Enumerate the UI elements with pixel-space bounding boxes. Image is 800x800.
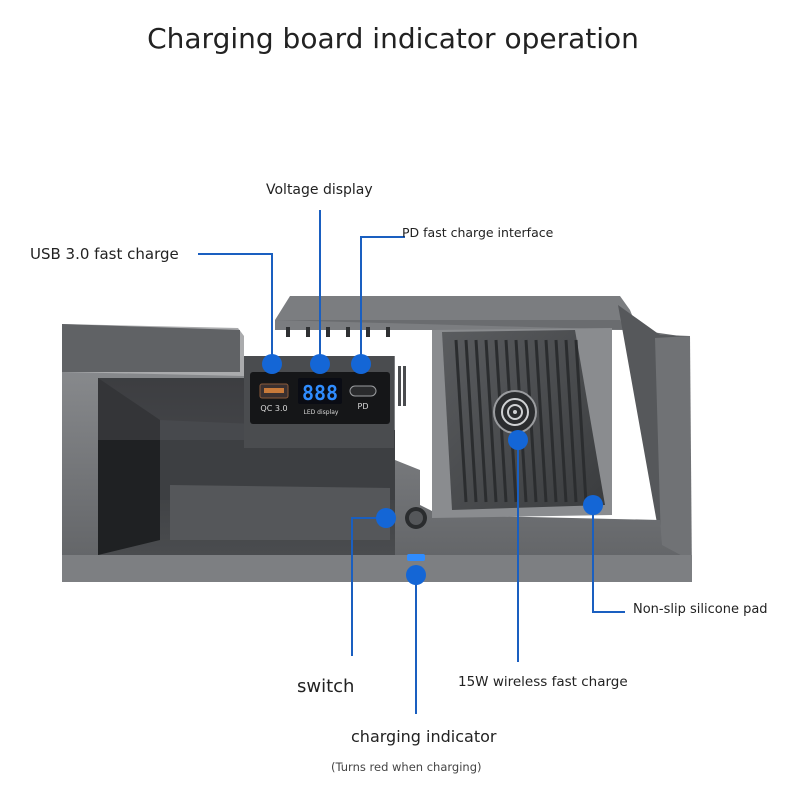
callout-pd-interface: PD fast charge interface (402, 225, 554, 240)
usb-port-label: QC 3.0 (260, 404, 287, 413)
callout-wireless-charge: 15W wireless fast charge (458, 674, 628, 690)
callout-charging-indicator-note: (Turns red when charging) (331, 760, 482, 774)
led-digits: 888 (302, 381, 338, 405)
callout-non-slip-pad: Non-slip silicone pad (633, 602, 768, 617)
side-grille (398, 366, 406, 406)
led-display (298, 378, 342, 404)
leader-pd (360, 236, 405, 364)
leader-switch (351, 517, 386, 656)
page-title: Charging board indicator operation (147, 22, 639, 55)
callout-charging-indicator: charging indicator (351, 727, 497, 746)
led-display-caption: LED display (304, 409, 339, 416)
switch-button-graphic (405, 507, 427, 529)
device-right-wall (618, 305, 692, 580)
leader-lines (198, 210, 625, 714)
callout-usb-fast-charge: USB 3.0 fast charge (30, 245, 179, 263)
callout-markers (262, 354, 603, 585)
leader-pad (592, 505, 625, 613)
marker-indicator (406, 565, 426, 585)
marker-voltage (310, 354, 330, 374)
marker-switch (376, 508, 396, 528)
marker-pd (351, 354, 371, 374)
pd-port-label: PD (358, 402, 369, 411)
vent-slots (286, 327, 390, 337)
wireless-charging-icon (493, 390, 537, 434)
leader-usb (198, 253, 273, 364)
pd-port (349, 385, 377, 397)
device-left-block (62, 324, 244, 376)
marker-wireless (508, 430, 528, 450)
marker-pad (583, 495, 603, 515)
callout-switch: switch (297, 676, 355, 697)
callout-voltage-display: Voltage display (266, 182, 373, 198)
marker-usb (262, 354, 282, 374)
device-front-face (62, 555, 692, 582)
charging-indicator-led (407, 554, 425, 561)
